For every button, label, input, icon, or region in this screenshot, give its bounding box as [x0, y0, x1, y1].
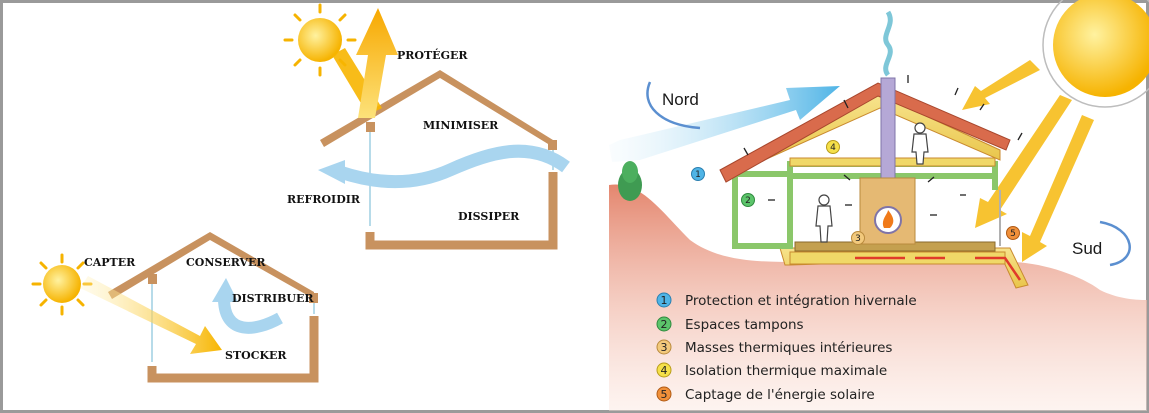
winter-house [108, 232, 319, 383]
cool-air-flow [337, 144, 570, 189]
label-conserver: CONSERVER [186, 256, 266, 269]
north-wind-arrow [609, 86, 840, 162]
svg-text:Captage de l'énergie solaire: Captage de l'énergie solaire [685, 387, 875, 403]
marker-4: 4 [826, 140, 840, 154]
marker-2: 2 [741, 193, 755, 207]
cool-air-arrowhead [318, 160, 345, 184]
smoke-icon [883, 10, 893, 77]
svg-text:Espaces tampons: Espaces tampons [685, 317, 804, 333]
legend-item-1: 1 Protection et intégration hivernale [656, 292, 917, 309]
svg-text:4: 4 [830, 143, 836, 153]
svg-text:4: 4 [661, 364, 668, 377]
protect-arrow [356, 8, 398, 118]
svg-text:Masses thermiques intérieures: Masses thermiques intérieures [685, 340, 892, 356]
svg-text:5: 5 [661, 388, 668, 401]
legend-item-3: 3 Masses thermiques intérieures [656, 339, 892, 356]
buffer-space-north [732, 171, 793, 249]
distribute-arrowhead [212, 278, 238, 302]
person-icon-upper [911, 122, 929, 165]
label-sud: Sud [1072, 239, 1102, 258]
label-proteger: PROTÉGER [397, 48, 468, 62]
sun-icon-large [1053, 0, 1149, 97]
svg-text:2: 2 [661, 318, 668, 331]
nord-arc [646, 81, 701, 130]
sud-arc [1099, 220, 1131, 267]
distribute-flow [218, 299, 283, 334]
label-nord: Nord [662, 90, 699, 109]
legend-item-4: 4 Isolation thermique maximale [656, 362, 887, 379]
person-icon-ground [815, 194, 833, 243]
marker-5: 5 [1006, 226, 1020, 240]
legend-item-5: 5 Captage de l'énergie solaire [656, 386, 875, 403]
svg-text:1: 1 [661, 294, 668, 307]
label-distribuer: DISTRIBUER [232, 292, 314, 305]
solar-ray-1 [962, 60, 1040, 110]
solar-ray-3 [1022, 115, 1094, 262]
heat-loss-arrows [743, 75, 1023, 216]
legend-item-2: 2 Espaces tampons [656, 316, 804, 333]
marker-3: 3 [851, 231, 865, 245]
svg-text:3: 3 [855, 234, 861, 244]
capture-arrow [80, 276, 222, 354]
fire-icon [882, 210, 894, 228]
terrain [609, 184, 1147, 411]
sun-icon-winter [31, 253, 93, 316]
svg-text:Protection et intégration hive: Protection et intégration hivernale [685, 293, 917, 309]
sun-orbit [1042, 0, 1149, 108]
bioclimatic-house [719, 10, 1029, 289]
svg-text:2: 2 [745, 196, 751, 206]
label-dissiper: DISSIPER [458, 210, 520, 223]
svg-text:3: 3 [661, 341, 668, 354]
label-capter: CAPTER [84, 256, 136, 269]
svg-text:5: 5 [1010, 229, 1016, 239]
label-stocker: STOCKER [225, 349, 287, 362]
main-roof [719, 82, 1011, 183]
svg-text:1: 1 [695, 170, 701, 180]
legend: 1 Protection et intégration hivernale 2 … [656, 292, 917, 403]
label-minimiser: MINIMISER [423, 119, 499, 132]
svg-text:Isolation thermique maximale: Isolation thermique maximale [685, 363, 887, 379]
label-refroidir: REFROIDIR [287, 193, 361, 206]
marker-1: 1 [691, 167, 705, 181]
tree-icon [618, 161, 642, 201]
